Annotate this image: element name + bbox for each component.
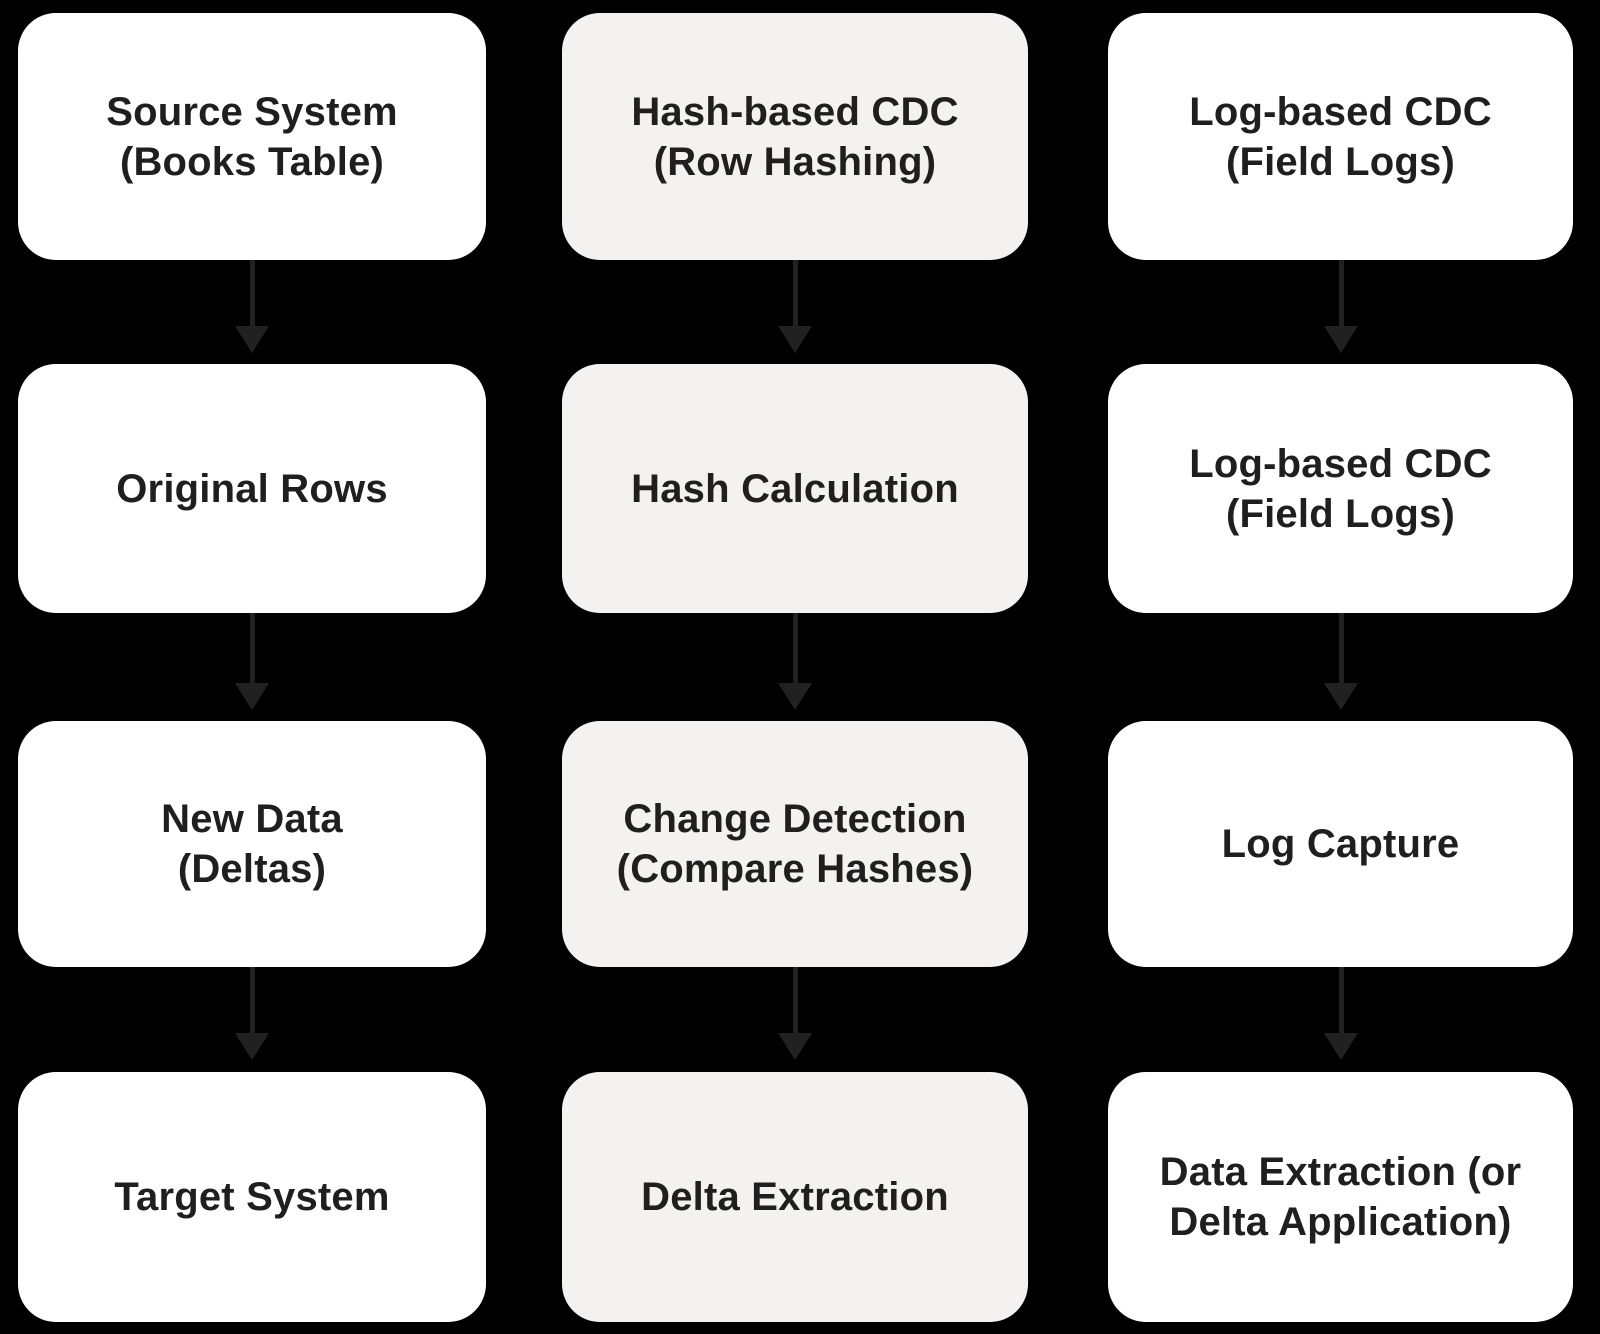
node-data-extraction: Data Extraction (or Delta Application): [1108, 1072, 1573, 1322]
arrow-shaft: [249, 260, 255, 326]
node-label: Data Extraction (or Delta Application): [1159, 1150, 1522, 1244]
arrow-shaft: [249, 613, 255, 683]
arrow-shaft: [792, 260, 798, 326]
arrow-head-icon: [778, 326, 812, 353]
down-arrow-icon: [1324, 260, 1358, 353]
arrow-shaft: [1338, 967, 1344, 1033]
node-log-based-cdc-2: Log-based CDC (Field Logs): [1108, 364, 1573, 613]
down-arrow-icon: [1324, 967, 1358, 1060]
node-label: New Data (Deltas): [161, 797, 343, 891]
arrow-head-icon: [235, 683, 269, 710]
node-hash-calculation: Hash Calculation: [562, 364, 1028, 613]
arrow-head-icon: [235, 1033, 269, 1060]
node-source-system: Source System (Books Table): [18, 13, 486, 260]
arrow-head-icon: [1324, 683, 1358, 710]
node-log-capture: Log Capture: [1108, 721, 1573, 967]
node-label: Original Rows: [116, 466, 388, 511]
arrow-head-icon: [1324, 326, 1358, 353]
down-arrow-icon: [778, 613, 812, 710]
arrow-shaft: [1338, 260, 1344, 326]
node-label: Delta Extraction: [641, 1175, 949, 1219]
down-arrow-icon: [235, 967, 269, 1060]
node-log-based-cdc-1: Log-based CDC (Field Logs): [1108, 13, 1573, 260]
arrow-head-icon: [778, 1033, 812, 1060]
node-original-rows: Original Rows: [18, 364, 486, 613]
arrow-shaft: [249, 967, 255, 1033]
arrow-head-icon: [778, 683, 812, 710]
node-label: Log-based CDC (Field Logs): [1189, 89, 1492, 184]
arrow-shaft: [1338, 613, 1344, 683]
node-label: Source System (Books Table): [106, 89, 398, 184]
arrow-shaft: [792, 613, 798, 683]
down-arrow-icon: [235, 260, 269, 353]
node-label: Hash-based CDC (Row Hashing): [631, 89, 959, 184]
node-delta-extraction: Delta Extraction: [562, 1072, 1028, 1322]
arrow-shaft: [792, 967, 798, 1033]
arrow-head-icon: [235, 326, 269, 353]
node-target-system: Target System: [18, 1072, 486, 1322]
down-arrow-icon: [235, 613, 269, 710]
node-new-data-deltas: New Data (Deltas): [18, 721, 486, 967]
down-arrow-icon: [778, 260, 812, 353]
arrow-head-icon: [1324, 1033, 1358, 1060]
down-arrow-icon: [1324, 613, 1358, 710]
node-label: Hash Calculation: [631, 466, 959, 511]
node-hash-based-cdc: Hash-based CDC (Row Hashing): [562, 13, 1028, 260]
node-change-detection: Change Detection (Compare Hashes): [562, 721, 1028, 967]
node-label: Target System: [114, 1175, 390, 1219]
node-label: Change Detection (Compare Hashes): [616, 797, 974, 891]
node-label: Log Capture: [1221, 822, 1460, 866]
down-arrow-icon: [778, 967, 812, 1060]
node-label: Log-based CDC (Field Logs): [1189, 441, 1492, 536]
